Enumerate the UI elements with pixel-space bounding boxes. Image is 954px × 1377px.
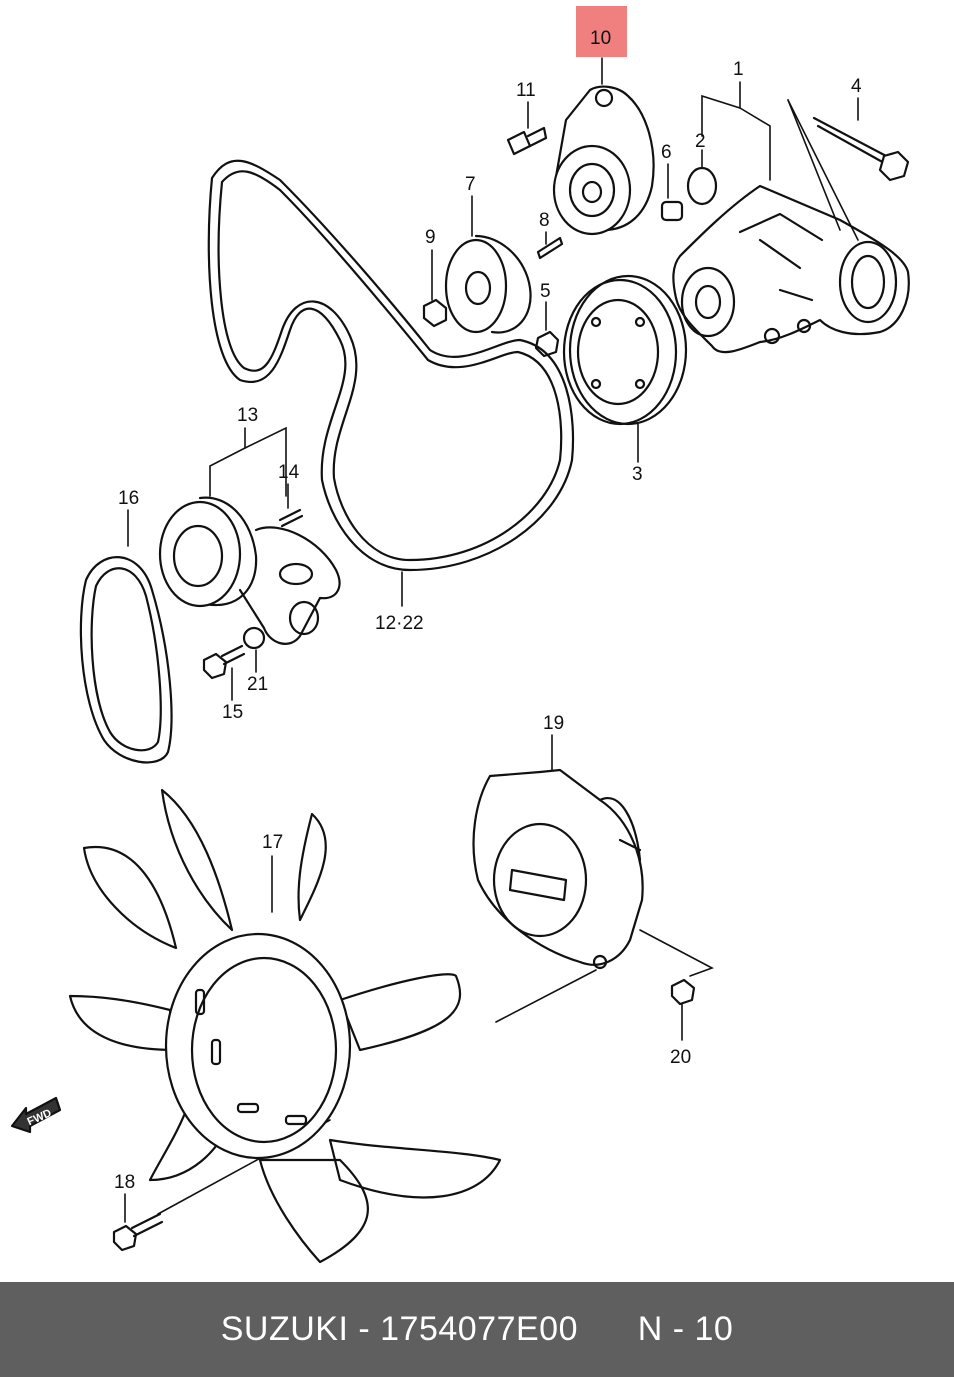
part-14-stud[interactable] bbox=[278, 508, 304, 528]
footer-bar: SUZUKI - 1754077E00 N - 10 bbox=[0, 1282, 954, 1377]
callout-14[interactable]: 14 bbox=[278, 462, 300, 483]
footer-sep: - bbox=[348, 1310, 381, 1348]
part-8-stud[interactable] bbox=[536, 236, 564, 260]
leader-lines bbox=[124, 57, 859, 1223]
callout-3[interactable]: 3 bbox=[632, 464, 643, 485]
callout-6[interactable]: 6 bbox=[661, 142, 672, 163]
part-21-washer[interactable] bbox=[242, 626, 266, 650]
callout-11[interactable]: 11 bbox=[516, 80, 536, 101]
fwd-label: FWD bbox=[26, 1107, 54, 1128]
footer-ref: N - 10 bbox=[637, 1310, 734, 1348]
part-4-bolt[interactable] bbox=[812, 116, 910, 182]
part-19-fan-clutch[interactable] bbox=[472, 768, 644, 970]
callout-21[interactable]: 21 bbox=[247, 674, 268, 695]
part-1-water-pump[interactable] bbox=[672, 184, 910, 354]
part-11-bolt[interactable] bbox=[506, 126, 548, 156]
part-2-oring[interactable] bbox=[686, 166, 718, 206]
callout-2[interactable]: 2 bbox=[695, 131, 706, 152]
part-12-22-main-belt[interactable] bbox=[207, 159, 575, 572]
part-16-belt[interactable] bbox=[79, 556, 173, 764]
part-18-bolt[interactable] bbox=[112, 1212, 164, 1252]
callout-5[interactable]: 5 bbox=[540, 281, 551, 302]
part-9-nut[interactable] bbox=[422, 298, 448, 328]
callout-15[interactable]: 15 bbox=[222, 702, 243, 723]
callout-19[interactable]: 19 bbox=[543, 713, 564, 734]
part-7-idler-pulley[interactable] bbox=[444, 234, 532, 334]
callout-8[interactable]: 8 bbox=[539, 210, 550, 231]
callout-17[interactable]: 17 bbox=[262, 832, 283, 853]
footer-brand: SUZUKI bbox=[220, 1310, 349, 1348]
footer-gap bbox=[578, 1310, 638, 1349]
highlight-box bbox=[576, 6, 627, 57]
callout-1[interactable]: 1 bbox=[733, 59, 744, 80]
footer-part-number: 1754077E00 bbox=[380, 1310, 578, 1348]
callout-12-22[interactable]: 12·22 bbox=[375, 613, 424, 634]
part-13-belt-tensioner[interactable] bbox=[158, 496, 341, 645]
part-5-bolt[interactable] bbox=[534, 330, 560, 358]
part-10-tensioner[interactable] bbox=[552, 85, 655, 236]
callout-7[interactable]: 7 bbox=[465, 174, 476, 195]
callout-4[interactable]: 4 bbox=[851, 76, 862, 97]
callout-18[interactable]: 18 bbox=[114, 1172, 135, 1193]
part-20-nut[interactable] bbox=[670, 978, 696, 1006]
callout-20[interactable]: 20 bbox=[670, 1047, 691, 1068]
callout-9[interactable]: 9 bbox=[425, 227, 436, 248]
part-15-bolt[interactable] bbox=[202, 644, 246, 680]
callout-13[interactable]: 13 bbox=[237, 405, 258, 426]
part-6-bush[interactable] bbox=[660, 200, 684, 222]
part-3-pump-pulley[interactable] bbox=[562, 274, 688, 426]
callout-10[interactable]: 10 bbox=[590, 28, 611, 49]
parts-diagram: 10 11 1 4 2 6 7 8 9 5 3 13 14 16 12·22 2… bbox=[10, 28, 910, 1264]
part-17-cooling-fan[interactable] bbox=[68, 788, 502, 1264]
callout-16[interactable]: 16 bbox=[118, 488, 139, 509]
fwd-arrow: FWD bbox=[10, 1096, 62, 1134]
